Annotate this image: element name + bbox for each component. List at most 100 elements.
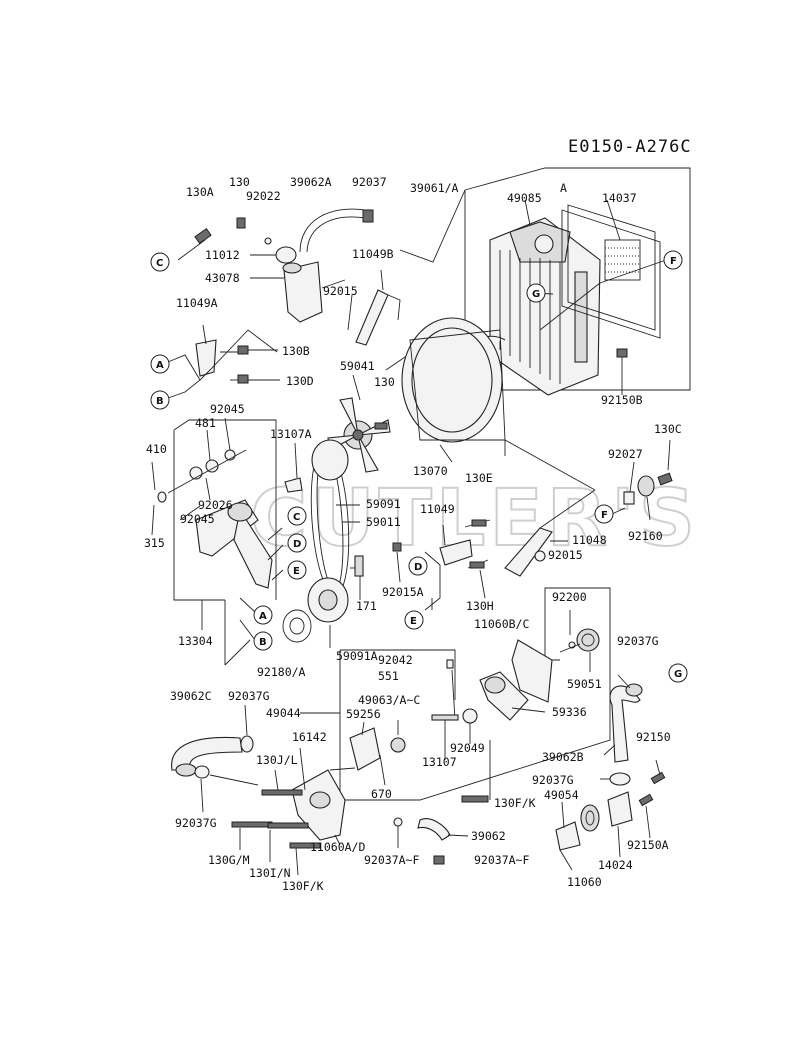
belt-pulley	[282, 439, 364, 648]
label-171: 171	[356, 599, 377, 613]
callout-g-right: G	[668, 663, 688, 683]
svg-text:E: E	[293, 566, 300, 577]
callout-f-right: F	[594, 504, 614, 524]
label-130h: 130H	[466, 599, 494, 613]
label-92150b: 92150B	[601, 393, 643, 407]
bracket-11049b	[355, 269, 401, 346]
label-130c: 130C	[654, 422, 682, 436]
tension-arm-assembly	[151, 417, 303, 666]
label-410: 410	[146, 442, 167, 456]
callout-d-right: D	[408, 556, 428, 576]
label-92045-top: 92045	[210, 402, 245, 416]
label-11060bc: 11060B/C	[474, 617, 529, 631]
label-11048: 11048	[572, 533, 607, 547]
label-92015-right: 92015	[548, 548, 583, 562]
label-11049a: 11049A	[176, 296, 218, 310]
label-92045-bottom: 92045	[180, 512, 215, 526]
label-481: 481	[195, 416, 216, 430]
label-39061a: 39061/A	[410, 181, 459, 195]
label-130fk-mid: 130F/K	[494, 796, 536, 810]
label-39062b: 39062B	[542, 750, 584, 764]
bracket-11049a	[167, 324, 280, 399]
label-92150: 92150	[636, 730, 671, 744]
svg-text:D: D	[293, 539, 301, 550]
label-92200: 92200	[552, 590, 587, 604]
label-92022: 92022	[246, 189, 281, 203]
svg-text:C: C	[293, 512, 300, 523]
svg-text:B: B	[156, 396, 164, 407]
label-59256: 59256	[346, 707, 381, 721]
label-13107a: 13107A	[270, 427, 312, 441]
label-49044: 49044	[266, 706, 301, 720]
label-13107: 13107	[422, 755, 457, 769]
label-43078: 43078	[205, 271, 240, 285]
label-59091: 59091	[366, 497, 401, 511]
label-130gm: 130G/M	[208, 853, 250, 867]
label-92037: 92037	[352, 175, 387, 189]
label-92015: 92015	[323, 284, 358, 298]
label-16142: 16142	[292, 730, 327, 744]
callout-c-mid: C	[287, 506, 307, 526]
label-14037: 14037	[602, 191, 637, 205]
label-49085: 49085	[507, 191, 542, 205]
label-92027: 92027	[608, 447, 643, 461]
svg-text:F: F	[601, 510, 608, 521]
thermostat-housing	[171, 704, 469, 876]
label-130jl: 130J/L	[256, 753, 298, 767]
label-49063: 49063/A~C	[358, 693, 420, 707]
label-13070: 13070	[413, 464, 448, 478]
callout-c-left: C	[150, 252, 170, 272]
svg-text:G: G	[674, 669, 682, 680]
label-92037af-left: 92037A~F	[364, 853, 419, 867]
label-130: 130	[229, 175, 250, 189]
label-92042: 92042	[378, 653, 413, 667]
reservoir-group	[177, 208, 374, 331]
label-670: 670	[371, 787, 392, 801]
callout-f-radiator: F	[663, 250, 683, 270]
label-59091a: 59091A	[336, 649, 378, 663]
callout-d-mid: D	[287, 533, 307, 553]
callout-b-bottom: B	[253, 631, 273, 651]
part-labels: 130A 130 92022 39062A 92037 39061/A 4908…	[144, 175, 682, 893]
label-92026: 92026	[198, 498, 233, 512]
label-92180a: 92180/A	[257, 665, 306, 679]
svg-text:F: F	[670, 256, 677, 267]
label-39062: 39062	[471, 829, 506, 843]
svg-text:A: A	[259, 611, 267, 622]
label-92037g-left-bottom: 92037G	[175, 816, 217, 830]
label-a-box: A	[560, 181, 567, 195]
label-130d: 130D	[286, 374, 314, 388]
label-49054: 49054	[544, 788, 579, 802]
label-130b: 130B	[282, 344, 310, 358]
callout-e-mid: E	[287, 560, 307, 580]
callout-g-radiator: G	[526, 283, 546, 303]
label-11049: 11049	[420, 502, 455, 516]
svg-text:B: B	[259, 637, 267, 648]
label-130in: 130I/N	[249, 866, 291, 880]
label-315: 315	[144, 536, 165, 550]
label-92037g-right-top: 92037G	[617, 634, 659, 648]
callout-a-left: A	[150, 354, 170, 374]
label-92015a: 92015A	[382, 585, 424, 599]
label-130e: 130E	[465, 471, 493, 485]
label-39062a: 39062A	[290, 175, 332, 189]
svg-text:C: C	[156, 258, 163, 269]
label-39062c: 39062C	[170, 689, 212, 703]
label-92150a: 92150A	[627, 838, 669, 852]
label-11049b: 11049B	[352, 247, 394, 261]
label-92160: 92160	[628, 529, 663, 543]
watermark-text: CUTLER'S	[250, 474, 699, 564]
callout-e-right: E	[404, 610, 424, 630]
label-130-fan: 130	[374, 375, 395, 389]
sensor-parts-right	[611, 439, 673, 521]
svg-text:E: E	[410, 616, 417, 627]
label-92037g-right-bottom: 92037G	[532, 773, 574, 787]
fan-shroud	[385, 317, 506, 463]
label-551: 551	[378, 669, 399, 683]
label-130a: 130A	[186, 185, 214, 199]
label-11060ad: 11060A/D	[310, 840, 365, 854]
svg-text:D: D	[414, 562, 422, 573]
label-59051: 59051	[567, 677, 602, 691]
fan	[327, 374, 391, 473]
